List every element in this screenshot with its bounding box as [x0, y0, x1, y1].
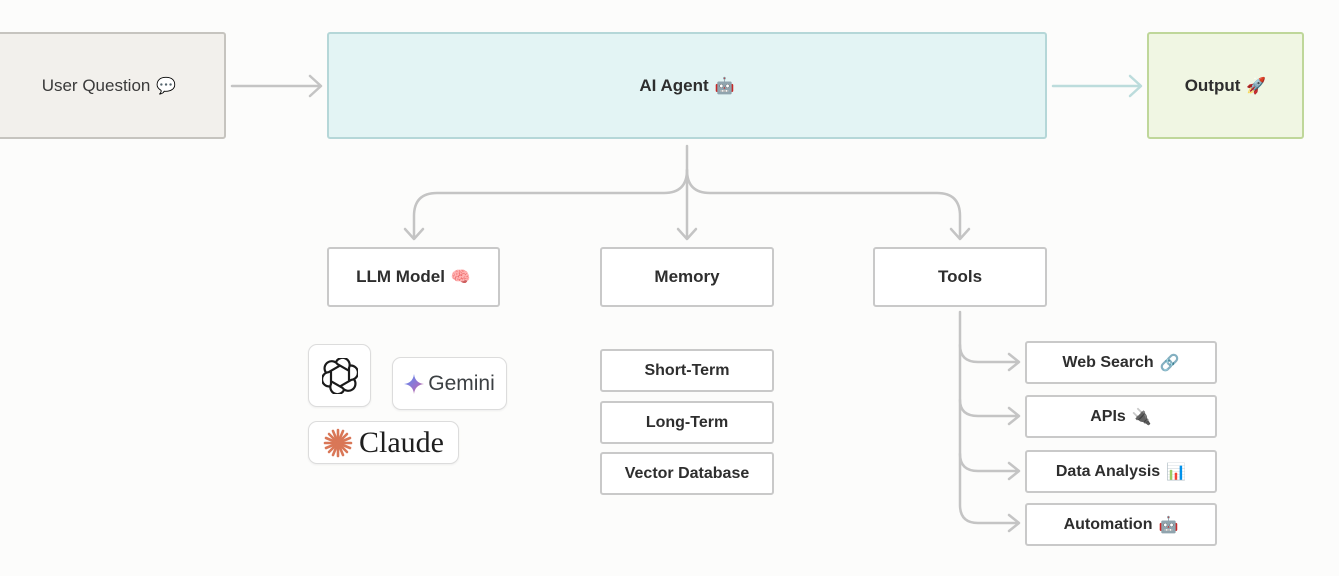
tool-item-apis: APIs 🔌 [1025, 395, 1217, 438]
output-node: Output 🚀 [1147, 32, 1304, 139]
llm-model-node: LLM Model 🧠 [327, 247, 500, 307]
robot-icon: 🤖 [1158, 516, 1179, 534]
ai-agent-label: AI Agent [639, 75, 709, 95]
memory-node: Memory [600, 247, 774, 307]
user-question-node: User Question 💬 [0, 32, 226, 139]
llm-model-label: LLM Model [356, 267, 445, 286]
memory-item-label: Long-Term [645, 413, 729, 431]
claude-wordmark: Claude [359, 425, 444, 459]
output-label: Output [1184, 75, 1241, 95]
tool-item-label: Data Analysis [1055, 462, 1161, 480]
tool-item-label: Automation [1063, 515, 1153, 533]
gemini-logo: Gemini [392, 357, 507, 410]
arrow-agent-to-tools [685, 168, 971, 241]
arrow-agent-to-llm [403, 168, 689, 241]
arrow-tools-to-automation [1007, 513, 1021, 533]
claude-logo: Claude [308, 421, 459, 464]
tool-item-label: Web Search [1062, 353, 1154, 371]
tools-label: Tools [937, 267, 983, 286]
memory-item-short-term: Short-Term [600, 349, 774, 392]
openai-logo [308, 344, 371, 407]
gemini-sparkle-icon [404, 373, 425, 394]
openai-knot-icon [321, 357, 358, 394]
link-icon: 🔗 [1159, 354, 1180, 372]
arrow-tools-to-apis [958, 398, 1021, 426]
tool-item-automation: Automation 🤖 [1025, 503, 1217, 546]
brain-icon: 🧠 [450, 269, 471, 286]
gemini-wordmark: Gemini [428, 371, 495, 395]
memory-item-vector-database: Vector Database [600, 452, 774, 495]
robot-icon: 🤖 [714, 77, 735, 95]
memory-item-label: Vector Database [624, 464, 750, 482]
arrow-question-to-agent [230, 74, 323, 98]
tool-item-data-analysis: Data Analysis 📊 [1025, 450, 1217, 493]
memory-label: Memory [654, 267, 720, 286]
memory-item-long-term: Long-Term [600, 401, 774, 444]
user-question-label: User Question [41, 75, 151, 95]
tools-node: Tools [873, 247, 1047, 307]
speech-bubble-icon: 💬 [156, 77, 177, 95]
arrow-agent-to-output [1051, 74, 1143, 98]
memory-item-label: Short-Term [644, 361, 730, 379]
arrow-tools-to-data [958, 452, 1021, 481]
arrow-tools-to-web [958, 343, 1021, 372]
claude-starburst-icon [323, 428, 353, 458]
ai-agent-node: AI Agent 🤖 [327, 32, 1047, 139]
tools-tree-line [958, 310, 1020, 525]
tool-item-web-search: Web Search 🔗 [1025, 341, 1217, 384]
arrow-agent-to-memory [676, 144, 698, 241]
tool-item-label: APIs [1090, 407, 1126, 425]
bar-chart-icon: 📊 [1166, 463, 1187, 481]
rocket-icon: 🚀 [1246, 77, 1267, 95]
plug-icon: 🔌 [1131, 408, 1152, 426]
